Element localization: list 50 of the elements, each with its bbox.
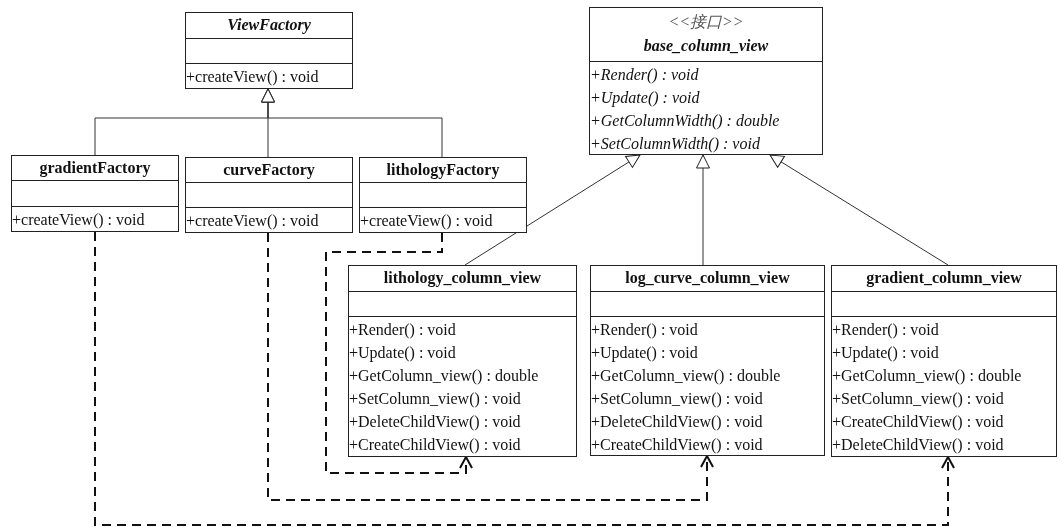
- class-box: [589, 7, 823, 155]
- operation-text: +Render() : void: [832, 319, 939, 341]
- class-box: [359, 157, 527, 233]
- operation-text: +SetColumn_view() : void: [591, 388, 763, 410]
- operation-text: +SetColumnWidth() : void: [590, 133, 760, 155]
- class-name: gradientFactory: [39, 157, 151, 179]
- operation-text: +CreateChildView() : void: [832, 411, 1004, 433]
- operation-text: +SetColumn_view() : void: [349, 388, 521, 410]
- operation-text: +createView() : void: [360, 210, 493, 232]
- class-box: [348, 265, 577, 457]
- operation-text: +Render() : void: [349, 319, 456, 341]
- generalization-arrow: [261, 88, 443, 158]
- generalization-arrow: [769, 154, 949, 266]
- operation-text: +GetColumn_view() : double: [349, 365, 539, 387]
- dependency-arrow: [94, 231, 955, 526]
- operation-text: +DeleteChildView() : void: [349, 411, 521, 433]
- operation-text: +CreateChildView() : void: [349, 434, 521, 456]
- operation-text: +createView() : void: [186, 66, 319, 88]
- operation-text: +CreateChildView() : void: [591, 434, 763, 456]
- operation-text: +SetColumn_view() : void: [832, 388, 1004, 410]
- operation-text: +Update() : void: [349, 342, 456, 364]
- generalization-arrow: [464, 154, 641, 266]
- operation-text: +createView() : void: [186, 210, 319, 232]
- operation-text: +DeleteChildView() : void: [832, 434, 1004, 456]
- class-name: ViewFactory: [227, 15, 311, 36]
- operation-text: +Render() : void: [590, 64, 699, 86]
- class-name: log_curve_column_view: [625, 268, 790, 289]
- class-name: curveFactory: [223, 159, 315, 181]
- class-box: [11, 155, 179, 232]
- class-name: gradient_column_view: [866, 268, 1022, 289]
- operation-text: +GetColumn_view() : double: [832, 365, 1022, 387]
- dependency-arrow: [325, 232, 473, 474]
- class-name: lithologyFactory: [386, 159, 500, 181]
- class-name: lithology_column_view: [383, 268, 542, 289]
- stereotype-label: <<接口>>: [668, 12, 744, 33]
- class-box: [590, 265, 825, 456]
- operation-text: +createView() : void: [12, 209, 145, 231]
- operation-text: +Render() : void: [591, 319, 698, 341]
- operation-text: +Update() : void: [590, 87, 700, 109]
- generalization-arrow: [696, 154, 710, 266]
- operation-text: +GetColumn_view() : double: [591, 365, 781, 387]
- class-box: [185, 157, 353, 233]
- operation-text: +Update() : void: [591, 342, 698, 364]
- class-box: [831, 265, 1057, 457]
- class-box: [185, 12, 353, 89]
- dependency-arrow: [267, 232, 714, 501]
- operation-text: +DeleteChildView() : void: [591, 411, 763, 433]
- operation-text: +Update() : void: [832, 342, 939, 364]
- class-name: base_column_view: [643, 36, 769, 57]
- operation-text: +GetColumnWidth() : double: [590, 110, 780, 132]
